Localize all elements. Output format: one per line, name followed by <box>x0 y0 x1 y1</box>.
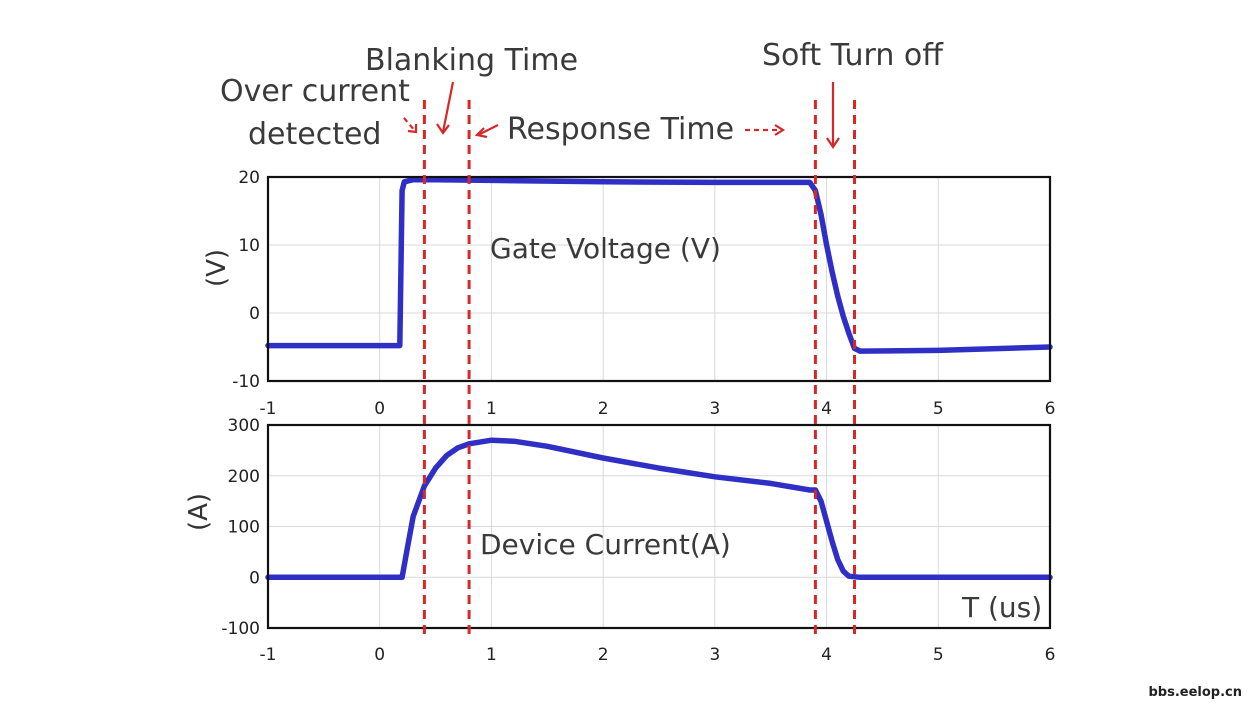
top-plot-frame <box>266 175 1052 383</box>
blanking-arrow <box>441 81 455 133</box>
top-xtick-label: 5 <box>933 399 944 419</box>
annotation-over-current-1: Over current <box>220 74 410 109</box>
bottom-series-line <box>265 437 1053 581</box>
annotation-arrows <box>403 81 840 149</box>
bottom-xtick-label: 0 <box>374 645 385 665</box>
top-xtick-label: 3 <box>709 399 720 419</box>
top-xtick-label: 0 <box>374 399 385 419</box>
top-xtick-label: 4 <box>821 399 832 419</box>
response-arrow-left <box>477 124 499 136</box>
annotation-response-time: Response Time <box>507 112 734 147</box>
gate-voltage-label: Gate Voltage (V) <box>490 232 721 265</box>
bottom-xtick-label: 4 <box>821 645 832 665</box>
soft-turnoff-arrowhead <box>826 137 840 149</box>
bottom-ytick-label: 0 <box>249 568 260 588</box>
device-current-label: Device Current(A) <box>480 528 731 561</box>
bottom-ytick-label: 200 <box>228 467 260 487</box>
bottom-ytick-label: 300 <box>228 416 260 436</box>
bottom-xtick-label: 1 <box>486 645 497 665</box>
annotation-soft-turn-off: Soft Turn off <box>762 38 944 73</box>
bottom-xtick-label: 5 <box>933 645 944 665</box>
top-ytick-label: 10 <box>238 236 260 256</box>
top-xtick-label: 2 <box>598 399 609 419</box>
over-current-arrowhead <box>407 124 418 134</box>
top-ytick-label: -10 <box>232 372 260 392</box>
top-ylabel: (V) <box>202 249 232 287</box>
top-series-line <box>265 176 1053 354</box>
top-xtick-label: -1 <box>260 399 277 419</box>
bottom-xlabel: T (us) <box>961 591 1042 624</box>
annotation-blanking-time: Blanking Time <box>365 43 578 78</box>
bottom-xtick-label: -1 <box>260 645 277 665</box>
response-arrowhead-left <box>474 127 488 139</box>
bottom-ytick-label: 100 <box>228 518 260 538</box>
bottom-plot-frame <box>266 423 1052 630</box>
over-current-arrow <box>403 117 416 132</box>
top-xtick-label: 1 <box>486 399 497 419</box>
annotation-over-current-2: detected <box>248 117 381 152</box>
bottom-ytick-label: -100 <box>221 619 260 639</box>
blanking-arrowhead <box>436 123 450 135</box>
response-arrowhead-right <box>774 124 786 136</box>
bottom-xtick-label: 2 <box>598 645 609 665</box>
bottom-xtick-label: 6 <box>1045 645 1056 665</box>
top-xtick-label: 6 <box>1045 399 1056 419</box>
bottom-xtick-label: 3 <box>709 645 720 665</box>
watermark: bbs.eelop.cn <box>1148 685 1242 700</box>
top-ytick-label: 0 <box>249 304 260 324</box>
top-ytick-label: 20 <box>238 168 260 188</box>
bottom-ylabel: (A) <box>184 493 214 531</box>
